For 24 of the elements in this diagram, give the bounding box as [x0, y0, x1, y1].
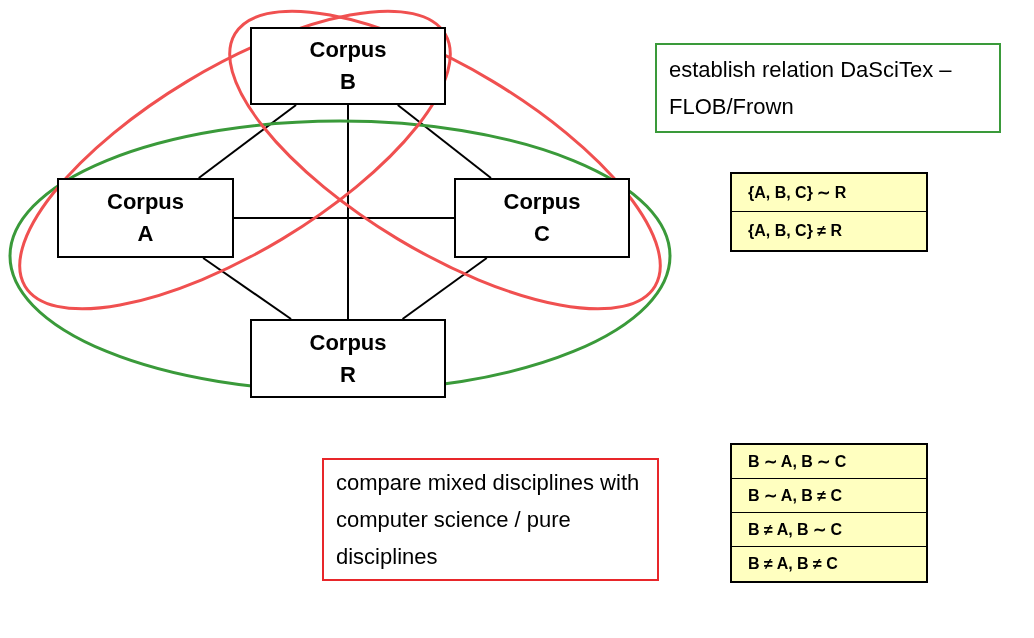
corpus-box [250, 319, 446, 398]
note-box [655, 43, 1001, 133]
note-text: compare mixed disciplines with computer science / pure disciplines [336, 469, 641, 571]
table-cell: B ∼ A, B ∼ C [732, 445, 926, 479]
corpus-label: Corpus A [106, 188, 185, 248]
corpus-box [250, 27, 446, 105]
connector-line [396, 104, 492, 179]
connector-line [197, 104, 298, 179]
corpus-label: Corpus R [308, 328, 388, 389]
note-box [322, 458, 659, 581]
table-cell-text: {A, B, C} ≠ R [747, 221, 844, 241]
connector-line [202, 257, 293, 320]
connector-line [401, 257, 488, 320]
table-cell: B ∼ A, B ≠ C [732, 479, 926, 513]
connector-line [347, 104, 349, 320]
table-cell-text: B ≠ A, B ≠ C [747, 554, 839, 574]
table-cell: B ≠ A, B ∼ C [732, 513, 926, 547]
connector-line [233, 217, 455, 219]
corpus-label: Corpus B [308, 36, 388, 96]
corpus-box [454, 178, 630, 258]
table-cell: {A, B, C} ∼ R [732, 174, 926, 212]
corpus-label: Corpus C [502, 188, 582, 248]
note-text: establish relation DaSciTex – FLOB/Frown [669, 56, 953, 121]
corpus-box [57, 178, 234, 258]
